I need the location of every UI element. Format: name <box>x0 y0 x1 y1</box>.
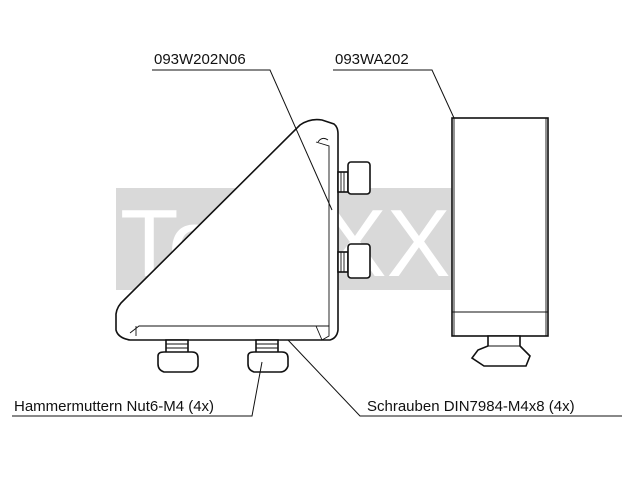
leader-hammer-nuts <box>12 361 263 417</box>
leader-screws <box>287 339 622 417</box>
label-screws: Schrauben DIN7984-M4x8 (4x) <box>367 398 575 415</box>
label-cover-cap: 093WA202 <box>335 51 409 68</box>
hammer-nut-right <box>247 339 289 373</box>
label-hammer-nuts: Hammermuttern Nut6-M4 (4x) <box>14 398 214 415</box>
hammer-nut-left <box>157 339 199 373</box>
screw-upper <box>337 161 371 195</box>
leader-lines <box>12 69 622 417</box>
leader-angle-bracket <box>152 69 333 211</box>
cover-cap-part <box>451 117 549 367</box>
screw-lower <box>337 243 371 279</box>
angle-bracket-part <box>115 118 339 341</box>
leader-cover-cap <box>333 69 455 119</box>
label-angle-bracket: 093W202N06 <box>154 51 246 68</box>
